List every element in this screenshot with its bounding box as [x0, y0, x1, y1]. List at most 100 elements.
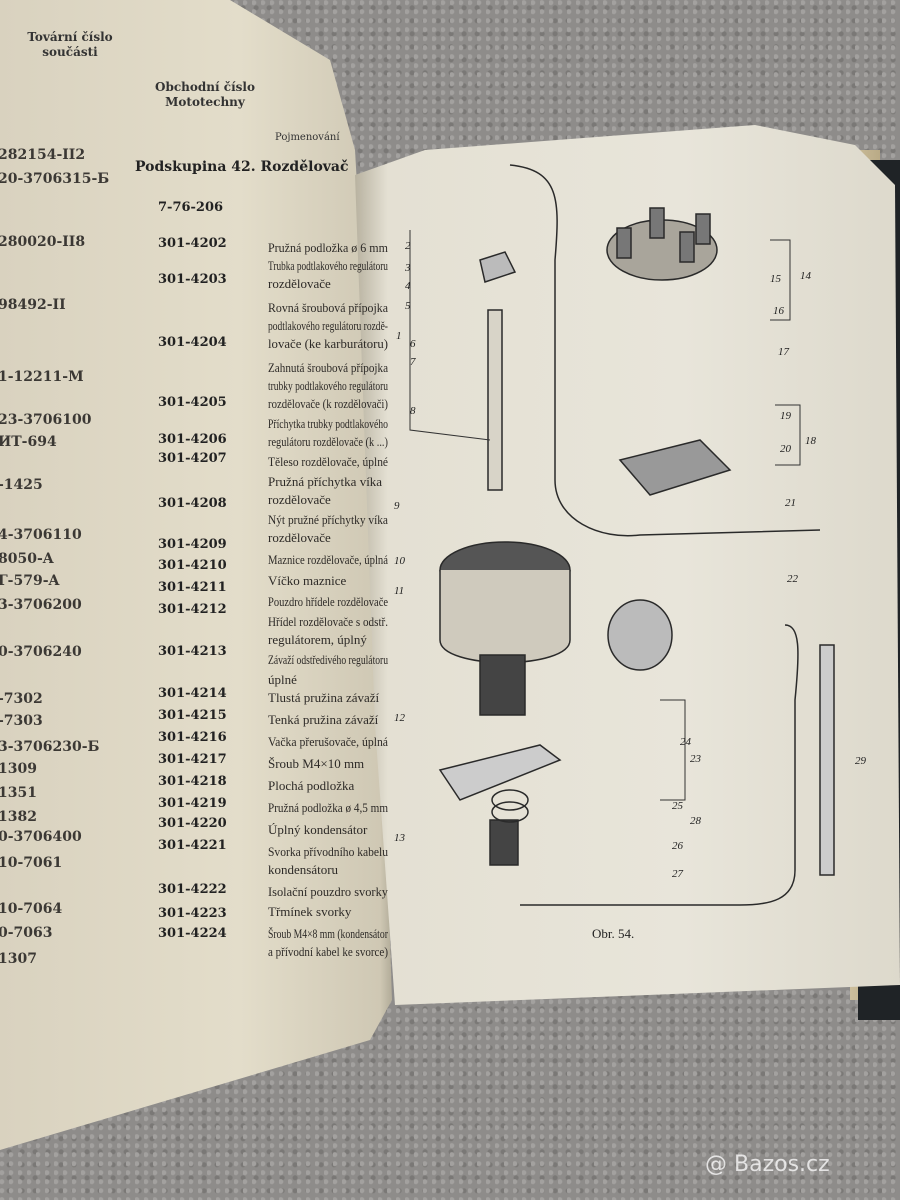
figure-label: 1	[396, 330, 402, 342]
part-description: Pouzdro hřídele rozdělovače	[268, 594, 389, 609]
part-description: Závaží odstředivého regulátoru	[268, 652, 389, 667]
factory-number: 0-7063	[0, 925, 53, 941]
part-description: Vačka přerušovače, úplná	[268, 734, 389, 749]
figure-label: 5	[405, 300, 411, 312]
part-description: Tlustá pružina závaží	[268, 690, 380, 705]
part-description: Svorka přívodního kabelu	[268, 844, 389, 859]
trade-number: 301-4216	[158, 730, 227, 745]
part-description: Pružná příchytka víka	[268, 474, 383, 489]
subgroup-title: Podskupina 42. Rozdělovač	[135, 159, 349, 175]
factory-number: 280020-II8	[0, 234, 86, 250]
header-name: Pojmenování	[275, 132, 340, 143]
figure-label: 16	[773, 305, 784, 317]
watermark: @ Bazos.cz	[705, 1152, 830, 1177]
figure-label: 28	[690, 815, 701, 827]
part-description: Příchytka trubky podtlakového	[268, 416, 388, 431]
part-description: Nýt pružné příchytky víka	[268, 512, 388, 527]
figure-label: 22	[787, 573, 798, 585]
header-factory-number: Tovární číslo součásti	[27, 30, 113, 59]
left-page	[0, 0, 392, 1150]
figure-label: 2	[405, 240, 411, 252]
figure-label: 24	[680, 736, 691, 748]
figure-label: 7	[410, 356, 416, 368]
trade-number: 301-4203	[158, 272, 227, 287]
part-description: Těleso rozdělovače, úplné	[268, 454, 389, 469]
trade-number: 301-4211	[158, 580, 227, 595]
figure-label: 29	[855, 755, 866, 767]
part-description: Hřídel rozdělovače s odstř.	[268, 614, 389, 629]
part-description: Víčko maznice	[268, 573, 347, 588]
figure-label: 14	[800, 270, 811, 282]
part-description: úplné	[268, 672, 297, 687]
part-description: regulátoru rozdělovače (k ...)	[268, 434, 388, 449]
trade-number: 301-4205	[158, 395, 227, 410]
part-description: Maznice rozdělovače, úplná	[268, 552, 389, 567]
figure-label: 18	[805, 435, 816, 447]
figure-label: 3	[405, 262, 411, 274]
trade-number: 301-4224	[158, 926, 227, 941]
figure-label: 26	[672, 840, 683, 852]
trade-number: 301-4209	[158, 537, 227, 552]
figure-label: 19	[780, 410, 791, 422]
trade-number: 301-4214	[158, 686, 227, 701]
factory-number: 10-7061	[0, 855, 63, 871]
trade-number: 301-4220	[158, 816, 227, 831]
trade-number: 301-4207	[158, 451, 227, 466]
trade-number: 301-4212	[158, 602, 227, 617]
header-trade-number: Obchodní číslo Mototechny	[155, 80, 255, 109]
figure-label: 27	[672, 868, 683, 880]
figure-label: 17	[778, 346, 789, 358]
factory-number: 282154-II2	[0, 147, 86, 163]
figure-label: 23	[690, 753, 701, 765]
part-description: kondensátoru	[268, 862, 339, 877]
trade-number: 301-4218	[158, 774, 227, 789]
part-description: a přívodní kabel ke svorce)	[268, 944, 389, 959]
trade-number: 301-4202	[158, 236, 227, 251]
factory-number: -7303	[0, 713, 43, 729]
trade-number: 301-4210	[158, 558, 227, 573]
factory-number: 3-3706230-Б	[0, 739, 100, 755]
part-description: rozdělovače	[268, 492, 331, 507]
part-description: trubky podtlakového regulátoru	[268, 378, 389, 393]
part-description: rozdělovače	[268, 530, 331, 545]
trade-number: 301-4204	[158, 335, 227, 350]
trade-number: 301-4219	[158, 796, 227, 811]
part-description: rozdělovače (k rozdělovači)	[268, 396, 388, 411]
part-description: podtlakového regulátoru rozdě-	[268, 318, 388, 333]
factory-number: 4-3706110	[0, 527, 82, 543]
factory-number: 1382	[0, 809, 37, 825]
part-description: rozdělovače	[268, 276, 331, 291]
figure-caption: Obr. 54.	[592, 926, 635, 941]
factory-number: 20-3706315-Б	[0, 171, 110, 187]
figure-label: 11	[394, 585, 405, 597]
part-description: Šroub M4×8 mm (kondensátor	[268, 926, 388, 941]
factory-number: Г-579-A	[0, 573, 60, 589]
factory-number: 1309	[0, 761, 37, 777]
trade-number: 7-76-206	[158, 200, 224, 215]
factory-number: -1425	[0, 477, 43, 493]
part-description: Tenká pružina závaží	[268, 712, 379, 727]
part-description: Pružná podložka ø 4,5 mm	[268, 800, 389, 815]
trade-number: 301-4206	[158, 432, 227, 447]
figure-label: 8	[410, 405, 416, 417]
part-description: Úplný kondensátor	[268, 822, 368, 837]
factory-number: 3-3706200	[0, 597, 82, 613]
part-description: Trubka podtlakového regulátoru	[268, 258, 388, 273]
factory-number: 10-7064	[0, 901, 63, 917]
part-description: Šroub M4×10 mm	[268, 756, 365, 771]
figure-label: 15	[770, 273, 781, 285]
part-description: lovače (ke karburátoru)	[268, 336, 389, 351]
part-description: Isolační pouzdro svorky	[268, 884, 388, 899]
factory-number: 98492-II	[0, 297, 66, 313]
factory-number: 1307	[0, 951, 37, 967]
figure-label: 13	[394, 832, 405, 844]
part-description: regulátorem, úplný	[268, 632, 367, 647]
factory-number: 8050-A	[0, 551, 54, 567]
trade-number: 301-4213	[158, 644, 227, 659]
factory-number: 1-12211-M	[0, 369, 84, 385]
factory-number: 0-3706400	[0, 829, 82, 845]
trade-number: 301-4208	[158, 496, 227, 511]
figure-label: 4	[405, 280, 411, 292]
trade-number: 301-4215	[158, 708, 227, 723]
